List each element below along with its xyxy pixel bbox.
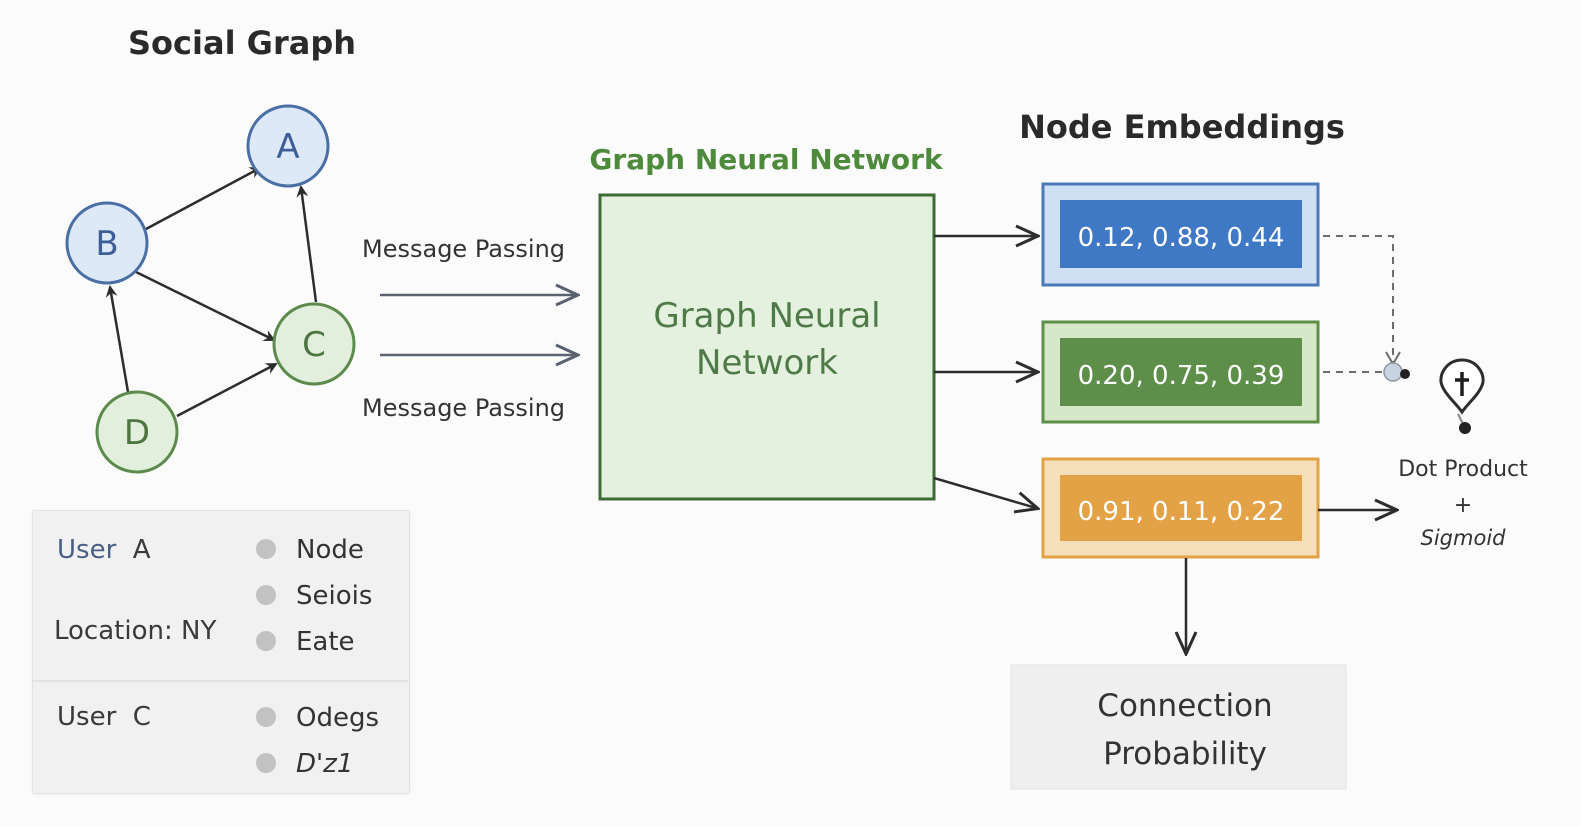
legend-label: Seiois — [296, 581, 373, 611]
connection-probability-line2: Probability — [1103, 736, 1267, 772]
node-b-label: B — [95, 224, 118, 264]
sigmoid-label: Sigmoid — [1421, 526, 1507, 550]
gnn-box-line2: Network — [696, 343, 838, 383]
legend-item-a-3: Eate — [256, 627, 355, 657]
legend-label: Eate — [296, 627, 355, 657]
connection-probability-line1: Connection — [1097, 688, 1272, 724]
user-a-heading: User A — [57, 535, 151, 565]
message-passing-top-label: Message Passing — [362, 235, 565, 263]
embedding-2-values: 0.20, 0.75, 0.39 — [1078, 361, 1285, 391]
user-a-location: Location: NY — [54, 616, 217, 646]
embedding-row-1[interactable]: 0.12, 0.88, 0.44 — [1041, 182, 1320, 287]
graph-node-a[interactable]: A — [246, 104, 330, 188]
user-info-divider — [32, 680, 408, 682]
legend-dot — [256, 706, 276, 727]
dot-product-label: Dot Product — [1398, 457, 1528, 482]
legend-dot — [256, 538, 276, 559]
edge-c-a — [296, 185, 318, 303]
gnn-box[interactable]: Graph Neural Network — [598, 193, 936, 501]
legend-label: Odegs — [296, 703, 380, 733]
user-a-name: A — [132, 535, 151, 565]
edge-d-b — [105, 285, 130, 393]
embedding-row-2[interactable]: 0.20, 0.75, 0.39 — [1041, 320, 1320, 424]
user-c-name: C — [132, 702, 151, 732]
user-c-heading: User C — [57, 702, 151, 732]
message-passing-bottom-label: Message Passing — [362, 394, 565, 422]
user-c-prefix: User — [57, 702, 117, 732]
dashed-connector-1 — [1323, 235, 1394, 362]
embedding-3-values: 0.91, 0.11, 0.22 — [1078, 497, 1285, 527]
graph-node-b[interactable]: B — [65, 201, 149, 285]
join-point — [1383, 362, 1403, 382]
user-info-card — [32, 510, 410, 794]
gnn-title: Graph Neural Network — [589, 143, 944, 176]
legend-item-c-1: Odegs — [256, 703, 379, 733]
node-embeddings-title: Node Embeddings — [1019, 108, 1345, 146]
embedding-row-3[interactable]: 0.91, 0.11, 0.22 — [1041, 457, 1320, 559]
user-a-prefix: User — [57, 535, 117, 565]
graph-node-c[interactable]: C — [272, 302, 356, 386]
plus-label: + — [1454, 493, 1472, 518]
node-c-label: C — [302, 325, 326, 365]
connection-probability-box[interactable]: Connection Probability — [1010, 664, 1347, 790]
legend-label: Node — [296, 535, 364, 565]
legend-dot — [256, 584, 276, 605]
join-point-dot — [1400, 369, 1410, 379]
node-d-label: D — [124, 413, 150, 453]
graph-edges — [105, 166, 318, 418]
embedding-1-values: 0.12, 0.88, 0.44 — [1078, 223, 1285, 253]
legend-dot — [256, 630, 276, 651]
legend-item-a-2: Seiois — [256, 581, 372, 611]
social-graph-title: Social Graph — [128, 24, 356, 62]
dot-product-icon — [1439, 358, 1485, 434]
legend-dot — [256, 752, 276, 773]
legend-item-c-2: D'z1 — [256, 749, 353, 779]
node-a-label: A — [276, 127, 299, 167]
gnn-box-line1: Graph Neural — [653, 296, 880, 336]
edge-d-c — [176, 362, 278, 418]
edge-b-c — [135, 270, 276, 342]
legend-item-a-1: Node — [256, 535, 364, 565]
legend-label: D'z1 — [296, 749, 354, 779]
edge-b-a — [145, 166, 262, 231]
gnn-to-embedding-3-arrow — [933, 476, 1036, 508]
graph-node-d[interactable]: D — [95, 390, 179, 474]
